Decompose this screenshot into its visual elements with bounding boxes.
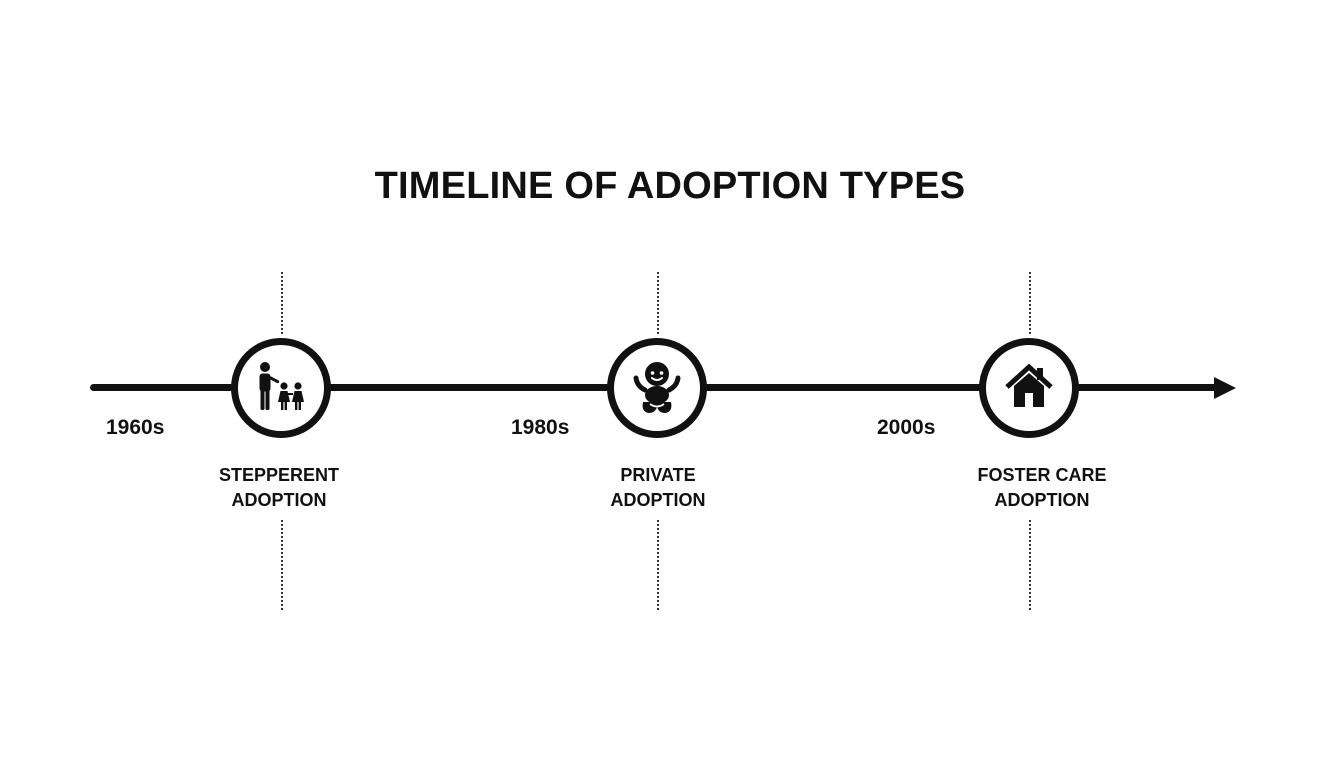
node-1960s: [231, 338, 331, 438]
baby-icon: [633, 362, 681, 413]
guide-1960s-top: [281, 272, 283, 334]
label-1980s-line1: PRIVATE: [620, 465, 696, 485]
label-2000s-line1: FOSTER CARE: [977, 465, 1107, 485]
label-1960s: STEPPERENT ADOPTION: [179, 463, 379, 513]
node-1980s: [607, 338, 707, 438]
guide-1980s-bottom: [657, 520, 659, 610]
guide-2000s-bottom: [1029, 520, 1031, 610]
node-2000s: [979, 338, 1079, 438]
date-1980s: 1980s: [511, 416, 570, 439]
label-1960s-line1: STEPPERENT: [218, 465, 340, 485]
date-1960s: 1960s: [106, 416, 165, 439]
family-icon: [259, 362, 304, 410]
diagram-title: TIMELINE OF ADOPTION TYPES: [374, 165, 966, 207]
label-1980s: PRIVATE ADOPTION: [558, 463, 758, 513]
guide-2000s-top: [1029, 272, 1031, 334]
house-icon: [1005, 363, 1053, 407]
label-2000s: FOSTER CARE ADOPTION: [942, 463, 1142, 513]
label-1960s-line2: ADOPTION: [231, 490, 327, 510]
guide-1960s-bottom: [281, 520, 283, 610]
timeline-arrowhead: [1214, 377, 1236, 399]
label-2000s-line2: ADOPTION: [994, 490, 1090, 510]
date-2000s: 2000s: [877, 416, 936, 439]
guide-1980s-top: [657, 272, 659, 334]
label-1980s-line2: ADOPTION: [610, 490, 706, 510]
